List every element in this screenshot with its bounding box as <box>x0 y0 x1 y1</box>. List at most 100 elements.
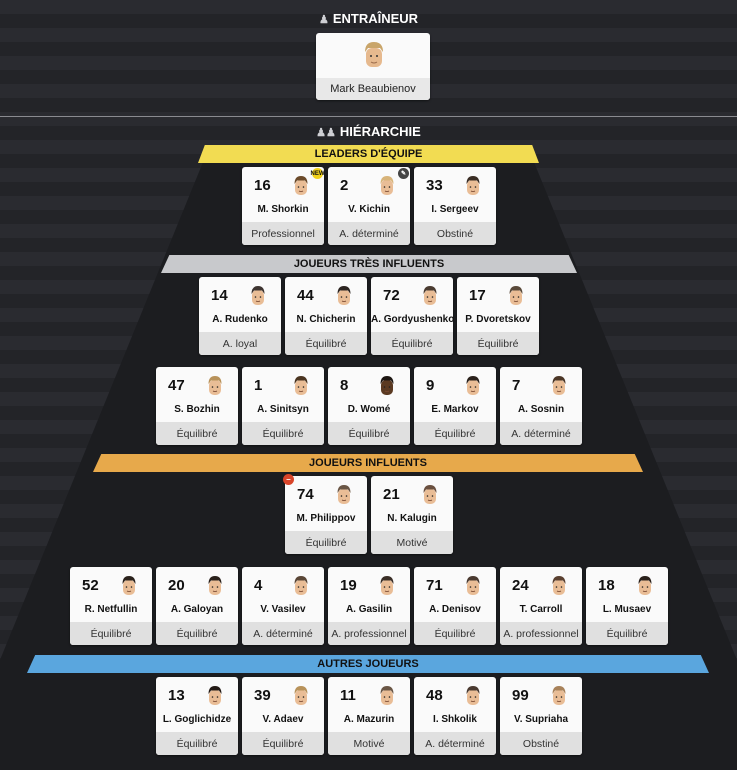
new-signing-icon: NEW <box>311 168 325 179</box>
player-number: 71 <box>426 577 443 594</box>
player-number: 1 <box>254 377 263 394</box>
player-number: 17 <box>469 287 486 304</box>
player-face-icon <box>294 576 308 595</box>
player-face-icon <box>509 286 523 305</box>
player-personality: Équilibré <box>156 732 238 755</box>
coach-icon: ♟ <box>318 14 329 26</box>
player-personality: Équilibré <box>70 622 152 645</box>
player-number: 16 <box>254 177 271 194</box>
player-name: A. Mazurin <box>343 714 395 725</box>
player-personality: Professionnel <box>242 222 324 245</box>
player-personality: Équilibré <box>285 332 367 355</box>
player-personality: Équilibré <box>242 422 324 445</box>
player-name: M. Shorkin <box>257 204 309 215</box>
player-personality: A. loyal <box>199 332 281 355</box>
player-personality: A. professionnel <box>328 622 410 645</box>
player-name: A. Rudenko <box>212 314 268 325</box>
hierarchy-section-title: ♟♟HIÉRARCHIE <box>316 124 421 139</box>
player-face-icon <box>466 576 480 595</box>
player-name: V. Kichin <box>348 204 390 215</box>
player-number: 21 <box>383 486 400 503</box>
player-face-icon <box>380 576 394 595</box>
player-face-icon <box>638 576 652 595</box>
player-personality: A. déterminé <box>414 732 496 755</box>
player-number: 39 <box>254 687 271 704</box>
player-name: V. Adaev <box>262 714 304 725</box>
player-face-icon <box>208 376 222 395</box>
player-name: A. Denisov <box>429 604 481 615</box>
player-face-icon <box>294 686 308 705</box>
player-name: T. Carroll <box>519 604 563 615</box>
coach-face-icon <box>365 42 383 67</box>
player-face-icon <box>337 286 351 305</box>
player-personality: Équilibré <box>242 732 324 755</box>
player-face-icon <box>122 576 136 595</box>
player-number: 99 <box>512 687 529 704</box>
player-face-icon <box>380 176 394 195</box>
player-name: A. Sosnin <box>517 404 565 415</box>
player-number: 7 <box>512 377 521 394</box>
player-name: N. Kalugin <box>387 513 437 524</box>
player-number: 24 <box>512 577 529 594</box>
player-number: 44 <box>297 287 314 304</box>
player-name: I. Sergeev <box>431 204 479 215</box>
player-face-icon <box>466 176 480 195</box>
player-face-icon <box>552 576 566 595</box>
player-personality: Équilibré <box>371 332 453 355</box>
warning-icon: – <box>283 474 294 485</box>
player-name: A. Sinitsyn <box>257 404 309 415</box>
player-personality: Équilibré <box>156 622 238 645</box>
player-card[interactable]: 14 A. Rudenko A. loyal <box>199 277 281 355</box>
player-number: 4 <box>254 577 263 594</box>
player-personality: Obstiné <box>500 732 582 755</box>
player-number: 8 <box>340 377 349 394</box>
player-face-icon <box>251 286 265 305</box>
player-number: 33 <box>426 177 443 194</box>
player-personality: Motivé <box>328 732 410 755</box>
player-name: V. Supriaha <box>513 714 569 725</box>
player-face-icon <box>294 376 308 395</box>
tier-banner-others: AUTRES JOUEURS <box>27 655 709 673</box>
coach-name: Mark Beaubienov <box>316 78 430 100</box>
player-face-icon <box>208 686 222 705</box>
player-face-icon <box>380 376 394 395</box>
coach-card[interactable]: Mark Beaubienov <box>316 33 430 100</box>
player-number: 2 <box>340 177 349 194</box>
tier-banner-influential: JOUEURS INFLUENTS <box>93 454 643 472</box>
player-number: 18 <box>598 577 615 594</box>
player-face-icon <box>552 686 566 705</box>
player-name: R. Netfullin <box>84 604 138 615</box>
player-number: 14 <box>211 287 228 304</box>
player-name: N. Chicherin <box>296 314 356 325</box>
player-number: 47 <box>168 377 185 394</box>
player-name: A. Gasilin <box>345 604 393 615</box>
player-name: A. Gordyushenko <box>371 314 455 325</box>
player-number: 72 <box>383 287 400 304</box>
player-personality: Équilibré <box>414 422 496 445</box>
